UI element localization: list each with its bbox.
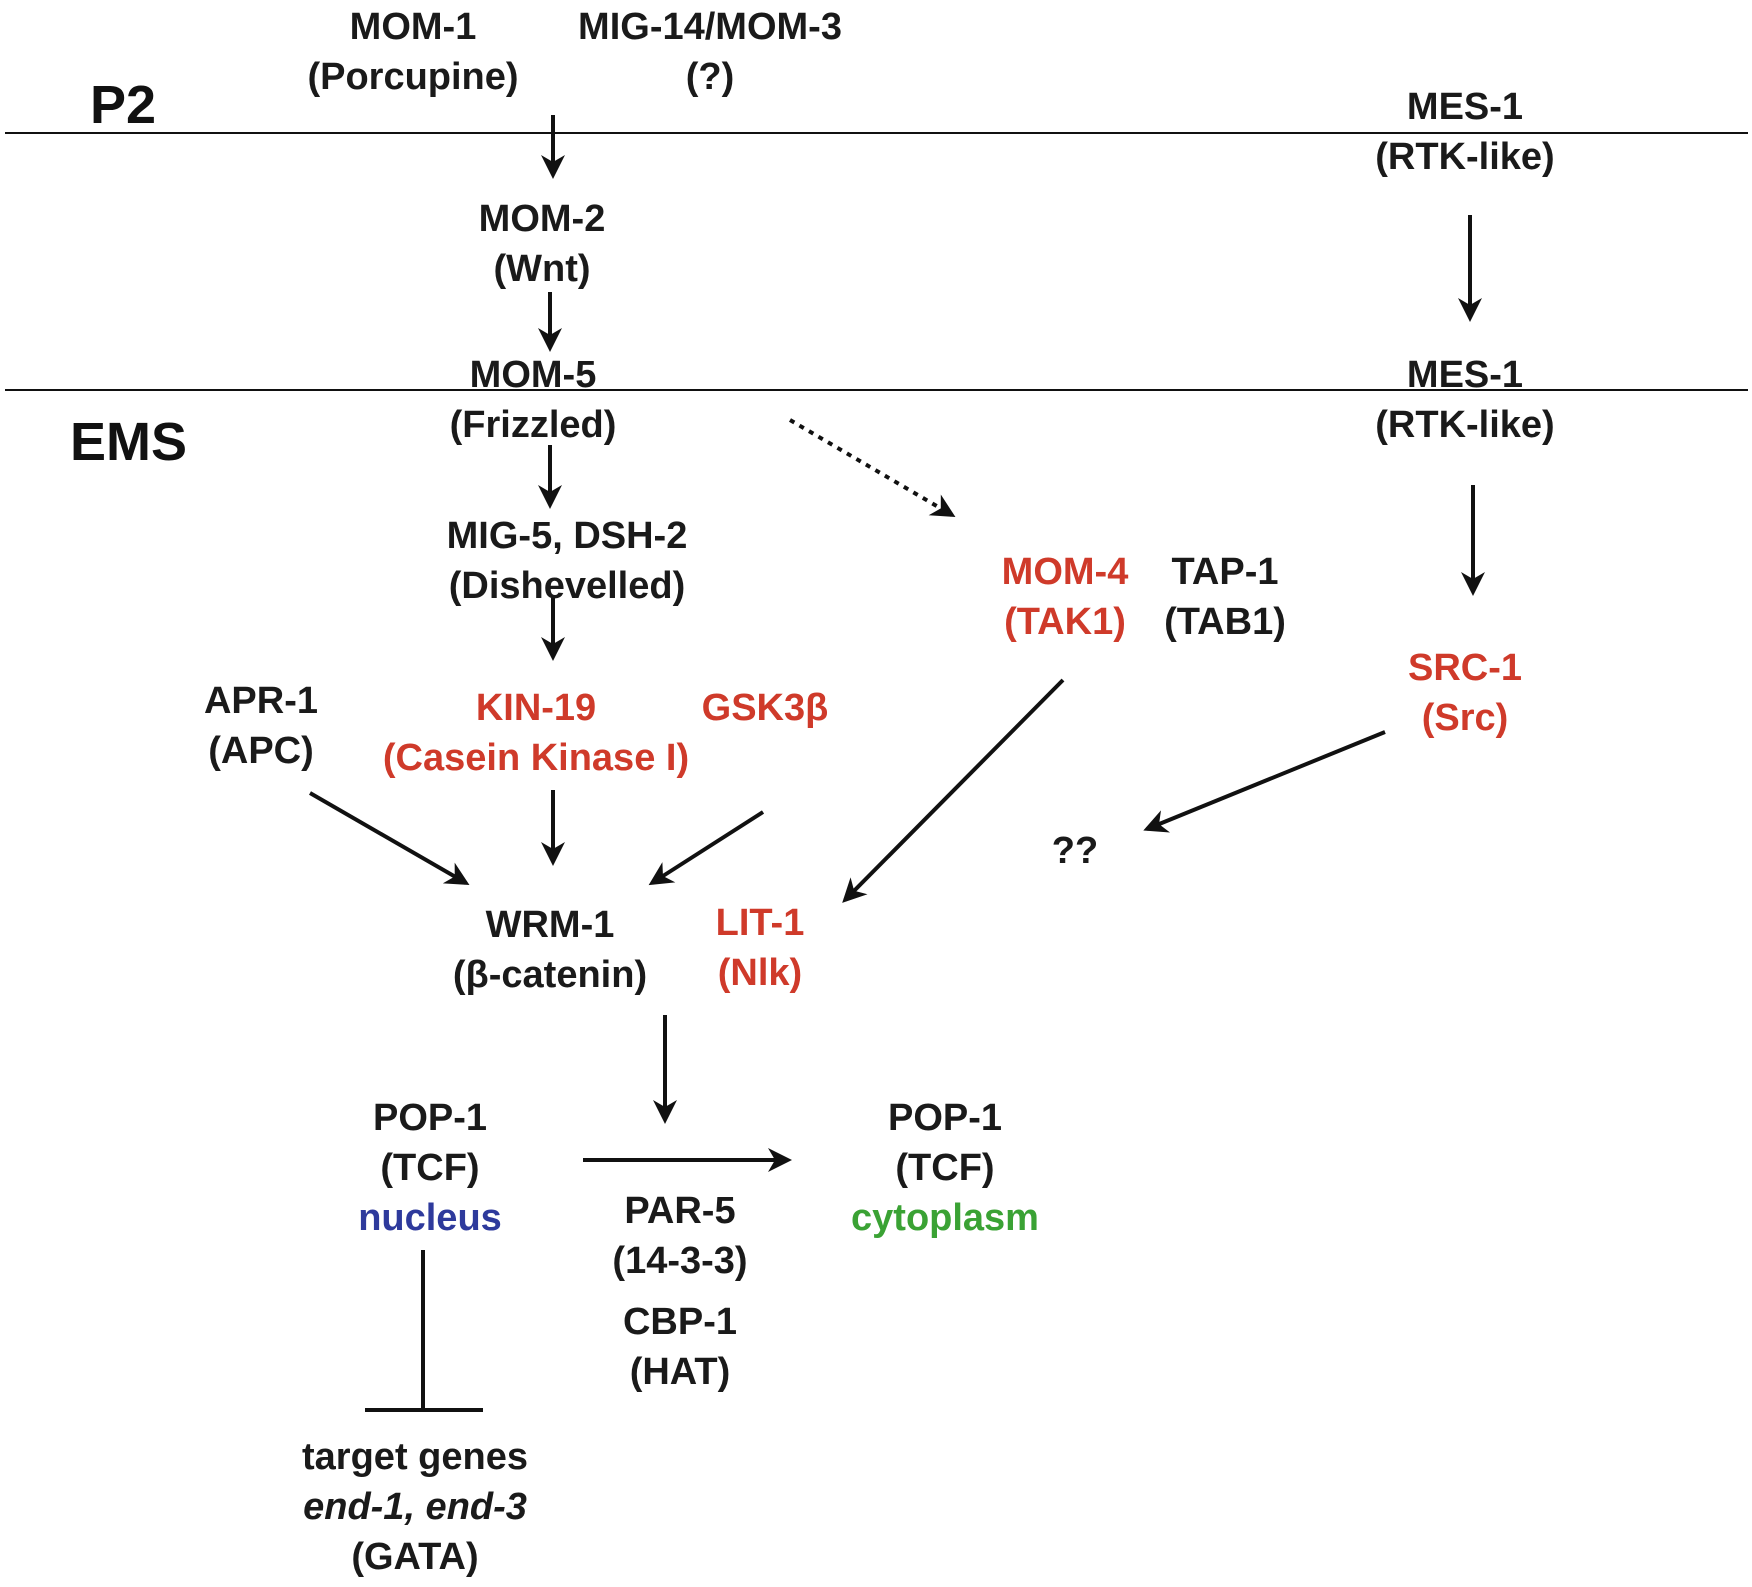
node-cbp1-desc: (HAT) (629, 1351, 731, 1393)
node-kin19-desc: (Casein Kinase I) (382, 737, 690, 779)
node-mom4-name: MOM-4 (1001, 551, 1129, 593)
arrow-gsk3b-to-wrm1 (648, 810, 765, 886)
node-mes1-top: MES-1 (RTK-like) (1375, 82, 1554, 182)
node-mom5-desc: (Frizzled) (449, 404, 617, 446)
node-unknown: ?? (1052, 826, 1098, 876)
node-mom4: MOM-4 (TAK1) (1002, 547, 1129, 647)
node-mom1-desc: (Porcupine) (307, 56, 519, 98)
node-target-genes-desc: (GATA) (351, 1536, 479, 1578)
node-cbp1: CBP-1 (HAT) (623, 1297, 737, 1397)
node-mig14-desc: (?) (685, 56, 735, 98)
node-target-genes-list: end-1, end-3 (303, 1486, 527, 1528)
node-mig5-desc: (Dishevelled) (448, 565, 686, 607)
node-mes1-top-desc: (RTK-like) (1375, 136, 1555, 178)
node-gsk3b: GSK3β (702, 683, 829, 733)
node-src1-desc: (Src) (1421, 697, 1509, 739)
node-cbp1-name: CBP-1 (622, 1301, 738, 1343)
node-pop1-nucleus-name: POP-1 (372, 1097, 488, 1139)
node-apr1: APR-1 (APC) (204, 676, 318, 776)
node-pop1-nucleus: POP-1 (TCF) nucleus (358, 1093, 502, 1243)
node-gsk3b-name: GSK3β (701, 687, 829, 729)
node-lit1-desc: (Nlk) (717, 952, 803, 994)
location-cytoplasm: cytoplasm (851, 1197, 1039, 1239)
node-mom2-desc: (Wnt) (493, 248, 591, 290)
node-lit1-name: LIT-1 (715, 902, 805, 944)
node-target-genes-name: target genes (302, 1436, 528, 1478)
node-par5-desc: (14-3-3) (612, 1240, 748, 1282)
node-mom2: MOM-2 (Wnt) (479, 194, 606, 294)
node-pop1-nucleus-desc: (TCF) (380, 1147, 480, 1189)
node-mom2-name: MOM-2 (478, 198, 606, 240)
node-apr1-name: APR-1 (203, 680, 319, 722)
location-nucleus: nucleus (358, 1197, 502, 1239)
node-tap1-name: TAP-1 (1171, 551, 1279, 593)
node-mom1-name: MOM-1 (349, 6, 477, 48)
arrow-apr1-to-wrm1 (309, 791, 470, 885)
arrow-src1-to-unknown (1143, 730, 1386, 833)
node-src1: SRC-1 (Src) (1408, 643, 1522, 743)
node-mig5-name: MIG-5, DSH-2 (446, 515, 688, 557)
node-par5: PAR-5 (14-3-3) (612, 1186, 747, 1286)
node-mig14-name: MIG-14/MOM-3 (578, 6, 842, 48)
node-mes1-top-name: MES-1 (1406, 86, 1524, 128)
node-tap1: TAP-1 (TAB1) (1164, 547, 1286, 647)
node-par5-name: PAR-5 (624, 1190, 736, 1232)
region-label-ems: EMS (70, 412, 188, 472)
node-mom4-desc: (TAK1) (1004, 601, 1126, 643)
node-pop1-cytoplasm-name: POP-1 (887, 1097, 1003, 1139)
node-mom5: MOM-5 (Frizzled) (450, 350, 617, 450)
node-mom1: MOM-1 (Porcupine) (307, 2, 518, 102)
node-tap1-desc: (TAB1) (1164, 601, 1286, 643)
node-wrm1: WRM-1 (β-catenin) (453, 900, 647, 1000)
node-pop1-cytoplasm: POP-1 (TCF) cytoplasm (851, 1093, 1039, 1243)
node-mes1-bottom-name: MES-1 (1406, 354, 1524, 396)
node-mes1-bottom-desc: (RTK-like) (1375, 404, 1555, 446)
node-apr1-desc: (APC) (208, 730, 314, 772)
node-mes1-bottom: MES-1 (RTK-like) (1375, 350, 1554, 450)
node-kin19-name: KIN-19 (475, 687, 597, 729)
node-wrm1-desc: (β-catenin) (452, 954, 648, 996)
node-unknown-name: ?? (1051, 830, 1099, 872)
region-label-p2: P2 (90, 75, 157, 135)
node-target-genes: target genes end-1, end-3 (GATA) (302, 1432, 528, 1582)
node-lit1: LIT-1 (Nlk) (716, 898, 805, 998)
node-pop1-cytoplasm-desc: (TCF) (895, 1147, 995, 1189)
node-mig14: MIG-14/MOM-3 (?) (578, 2, 842, 102)
node-mig5-dsh2: MIG-5, DSH-2 (Dishevelled) (447, 511, 688, 611)
node-mom5-name: MOM-5 (469, 354, 597, 396)
arrow-mom4-to-lit1 (842, 678, 1065, 903)
node-wrm1-name: WRM-1 (485, 904, 615, 946)
node-kin19: KIN-19 (Casein Kinase I) (383, 683, 689, 783)
arrow-mom5-to-mom4-dotted (788, 418, 956, 518)
node-src1-name: SRC-1 (1407, 647, 1523, 689)
